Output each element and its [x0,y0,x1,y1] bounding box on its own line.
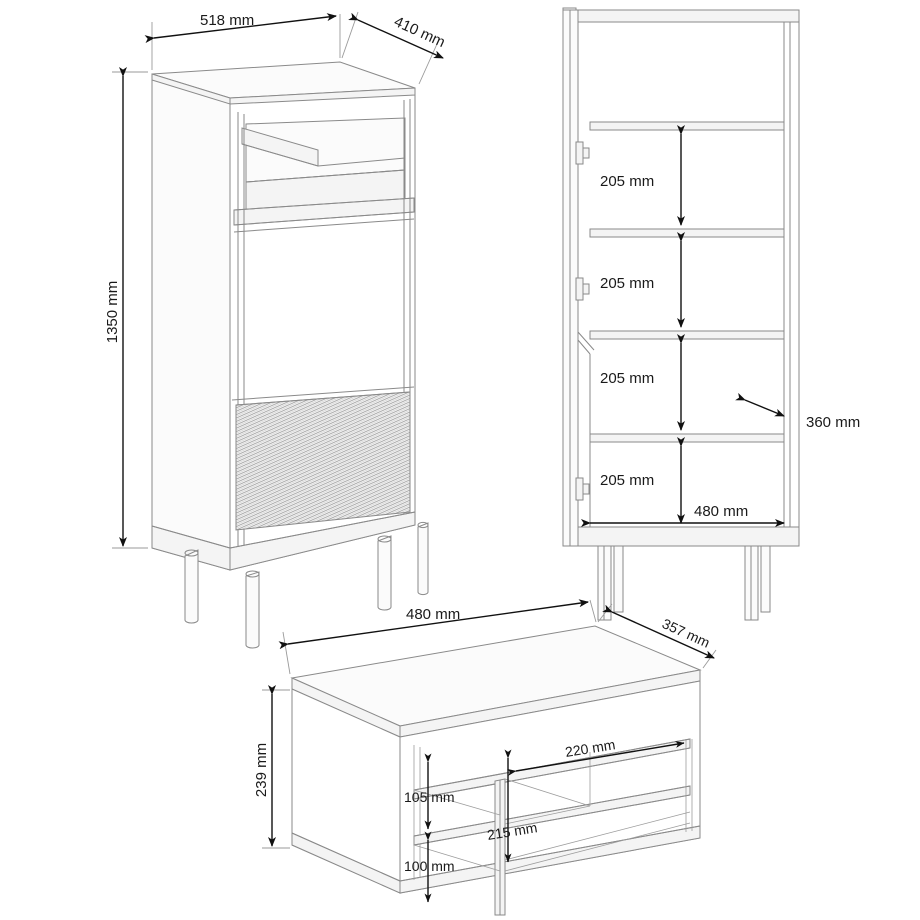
dimension-compartment-100: 100 mm [404,831,455,903]
dimension-table-width-480: 480 mm [278,599,597,675]
dimension-height-1350: 1350 mm [104,67,148,549]
dimension-label-205-4: 205 mm [600,472,654,489]
cabinet-leg [597,545,612,621]
dimension-label-205-3: 205 mm [600,370,654,387]
dimension-table-height-239: 239 mm [253,685,290,849]
dimension-label-239: 239 mm [253,743,270,797]
cabinet-leg [760,545,771,613]
view-cabinet-isometric [151,61,429,649]
cabinet-leg [417,521,429,596]
dimension-shelf-205-2: 205 mm [600,232,685,328]
dimension-label-480-front: 480 mm [694,503,748,520]
door-hinge [575,477,590,501]
dimension-inner-width-480: 480 mm [581,503,785,527]
cabinet-leg [184,549,199,624]
dimension-label-518: 518 mm [200,12,254,29]
shelf [589,330,785,340]
cabinet-leg [744,545,759,621]
door-hinge [575,277,590,301]
dimension-label-410: 410 mm [391,13,447,51]
dimension-label-1350: 1350 mm [104,281,121,344]
dimension-shelf-205-1: 205 mm [600,125,685,226]
dimension-depth-360: 360 mm [735,392,860,431]
dimension-shelf-205-3: 205 mm [600,334,685,431]
dimension-shelf-205-4: 205 mm [600,437,685,524]
cabinet-leg [613,545,624,613]
dimension-label-215: 215 mm [486,819,538,843]
dimension-compartment-105: 105 mm [404,753,455,830]
cabinet-leg [245,570,260,649]
dimension-label-480-table: 480 mm [406,606,460,623]
dimension-label-105: 105 mm [404,789,455,805]
shelf [589,433,785,443]
dimension-width-518: 518 mm [144,12,341,70]
view-table-isometric [290,625,702,916]
dimension-label-205-1: 205 mm [600,173,654,190]
dimension-label-220: 220 mm [564,736,616,760]
shelf [589,228,785,238]
cabinet-leg [377,535,392,611]
dimension-label-205-2: 205 mm [600,275,654,292]
shelf [589,121,785,131]
dimension-label-360: 360 mm [806,414,860,431]
dimension-label-100: 100 mm [404,858,455,874]
door-hinge [575,141,590,165]
dimension-compartment-width-220: 220 mm [507,736,685,776]
